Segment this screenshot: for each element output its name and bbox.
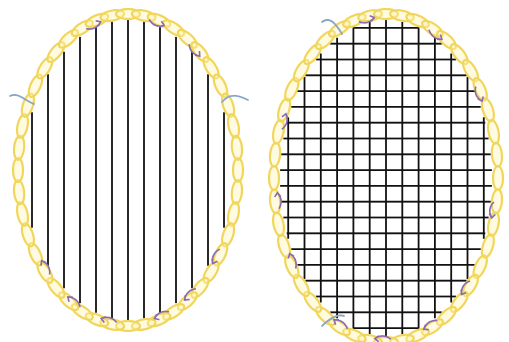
- right-stitch: [493, 166, 503, 190]
- left-stitch: [226, 113, 241, 139]
- right-stitch: [269, 142, 281, 167]
- left-stitch: [231, 180, 243, 205]
- left-stitch: [15, 113, 30, 139]
- right-stitch: [269, 189, 281, 214]
- right-stitch: [491, 189, 503, 214]
- left-stitch: [226, 201, 241, 227]
- left-stitch: [13, 135, 25, 160]
- left-stitch: [233, 158, 243, 182]
- left-panel: [10, 8, 248, 331]
- right-stitch: [486, 119, 501, 144]
- left-stitch: [231, 135, 243, 160]
- left-stitch: [15, 201, 30, 227]
- left-stitch: [13, 180, 25, 205]
- right-panel: [269, 8, 503, 342]
- right-stitch: [271, 119, 286, 144]
- right-stitch: [269, 166, 279, 190]
- right-stitch: [491, 142, 503, 167]
- right-stitch: [271, 211, 286, 236]
- left-stitch: [13, 158, 23, 182]
